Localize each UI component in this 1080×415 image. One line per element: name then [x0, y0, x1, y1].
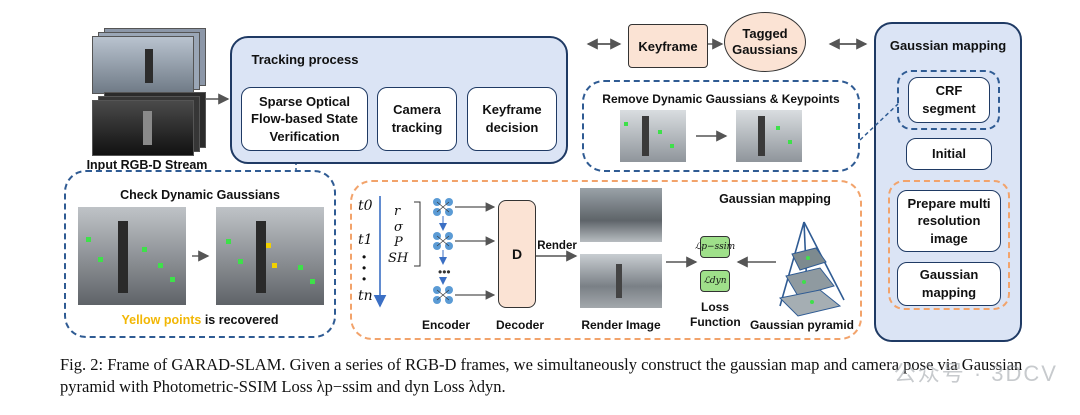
check-dynamic-title: Check Dynamic Gaussians [120, 188, 280, 202]
loss-ssim-box: ℒp−ssim [695, 236, 735, 258]
param-sh: SH [388, 251, 409, 266]
yellow-points-text: Yellow points [121, 313, 202, 327]
loss-dyn-box: ℒdyn [700, 270, 730, 292]
gaussian-mapping-box: Gaussian mapping [897, 262, 1001, 306]
remove-dynamic-title: Remove Dynamic Gaussians & Keypoints [602, 92, 840, 106]
param-r: r [394, 204, 401, 219]
recovered-rest-text: is recovered [201, 313, 279, 327]
sparse-optical-flow-box: Sparse Optical Flow-based State Verifica… [241, 87, 368, 151]
remove-before-image [620, 110, 686, 162]
time-tn: tn [358, 288, 373, 304]
check-before-image [78, 207, 186, 305]
crf-segment-box: CRF segment [908, 77, 990, 123]
initial-box: Initial [906, 138, 992, 170]
decoder-block: D [498, 200, 536, 308]
keyframe-box: Keyframe [628, 24, 708, 68]
input-stream-label: Input RGB-D Stream [86, 158, 208, 172]
tracking-title: Tracking process [251, 52, 359, 67]
render-arrow-label: Render [537, 240, 577, 252]
time-ellipsis: ••• [362, 250, 367, 286]
watermark-text: 公众号 · 3DCV [893, 361, 1058, 386]
remove-dynamic-panel [582, 80, 860, 172]
prepare-dashed-frame [888, 180, 1010, 310]
render-image-top [580, 188, 662, 242]
param-p: P [394, 235, 403, 250]
time-t0: t0 [358, 198, 373, 214]
tagged-gaussians-ellipse: Tagged Gaussians [724, 12, 806, 72]
render-image-bottom [580, 254, 662, 308]
encoder-label: Encoder [421, 318, 470, 332]
param-sigma: σ [394, 220, 403, 235]
rgb-frame-stack [92, 28, 207, 94]
check-after-image [216, 207, 324, 305]
network-gaussian-mapping-title: Gaussian mapping [719, 192, 831, 206]
time-t1: t1 [358, 232, 373, 248]
prepare-multi-resolution-box: Prepare multi resolution image [897, 190, 1001, 252]
figure-caption: Fig. 2: Frame of GARAD-SLAM. Given a ser… [60, 355, 1023, 396]
decoder-label: Decoder [495, 318, 545, 332]
keyframe-decision-box: Keyframe decision [467, 87, 557, 151]
gaussian-pyramid-label: Gaussian pyramid [749, 318, 855, 332]
gaussian-mapping-panel-title: Gaussian mapping [889, 38, 1007, 53]
network-panel [350, 180, 862, 340]
render-image-label: Render Image [581, 318, 661, 332]
camera-tracking-box: Camera tracking [377, 87, 457, 151]
depth-frame-stack [92, 92, 207, 156]
check-dynamic-panel [64, 170, 336, 338]
crf-dashed-frame [897, 70, 1000, 130]
recovered-label: Yellow points is recovered [64, 313, 336, 327]
loss-function-label: Loss Function [690, 300, 741, 329]
remove-after-image [736, 110, 802, 162]
